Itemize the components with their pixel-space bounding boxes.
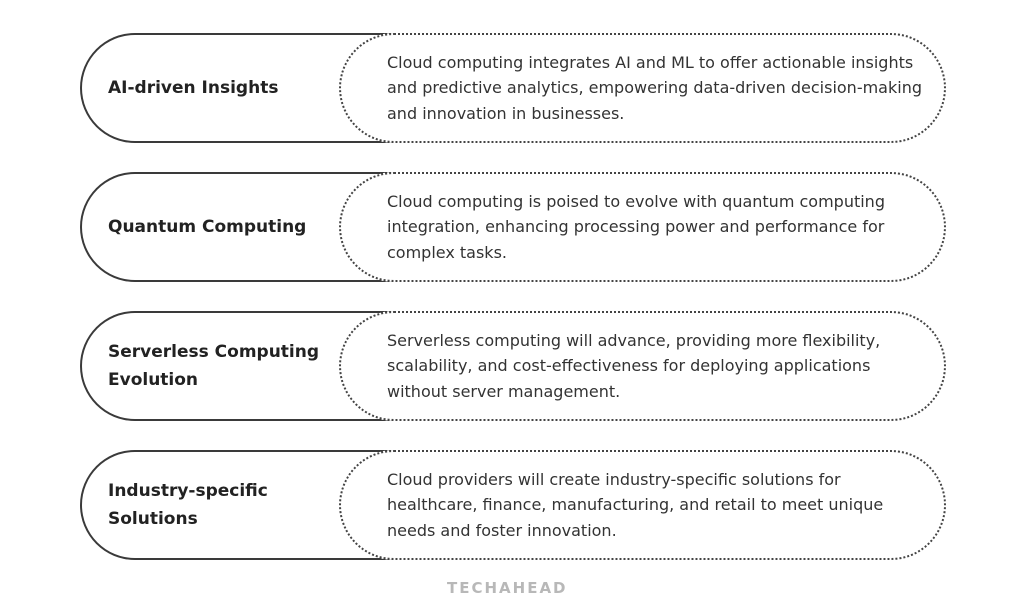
item-description: Serverless computing will advance, provi… xyxy=(387,330,881,401)
item-description: Cloud providers will create industry-spe… xyxy=(387,469,884,540)
title-pill xyxy=(80,311,402,421)
item-title: Quantum Computing xyxy=(108,217,307,237)
item-description: Cloud computing is poised to evolve with… xyxy=(387,191,885,262)
title-pill xyxy=(80,33,402,143)
item-serverless-computing: Serverless Computing Evolution Serverles… xyxy=(80,311,946,421)
item-description: Cloud computing integrates AI and ML to … xyxy=(387,52,922,123)
description-pill xyxy=(339,450,946,560)
title-pill xyxy=(80,172,402,282)
item-title: Industry-specific Solutions xyxy=(108,481,268,529)
item-title: Serverless Computing Evolution xyxy=(108,342,320,390)
description-pill xyxy=(339,311,946,421)
title-pill xyxy=(80,450,402,560)
item-title: AI-driven Insights xyxy=(108,78,279,98)
item-quantum-computing: Quantum Computing Cloud computing is poi… xyxy=(80,172,946,282)
description-pill xyxy=(339,172,946,282)
techahead-logo: TECHAHEAD xyxy=(447,579,568,597)
description-pill xyxy=(339,33,946,143)
item-ai-driven-insights: AI-driven Insights Cloud computing integ… xyxy=(80,33,946,143)
item-industry-specific-solutions: Industry-specific Solutions Cloud provid… xyxy=(80,450,946,560)
